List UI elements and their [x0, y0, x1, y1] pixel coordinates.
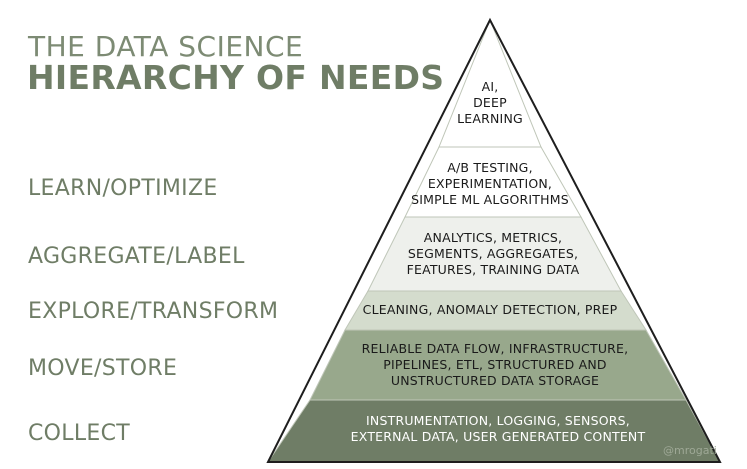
tier-cleaning-text: CLEANING, ANOMALY DETECTION, PREP [362, 302, 618, 317]
credit-watermark: @mrogati [663, 444, 717, 457]
side-label-move-store: MOVE/STORE [28, 356, 178, 381]
title-line2: HIERARCHY OF NEEDS [27, 58, 445, 97]
tier-instrumentation-text: INSTRUMENTATION, LOGGING, SENSORS, EXTER… [350, 413, 646, 444]
tier-data-flow-text: RELIABLE DATA FLOW, INFRASTRUCTURE, PIPE… [361, 341, 629, 388]
tier-analytics-text: ANALYTICS, METRICS, SEGMENTS, AGGREGATES… [406, 230, 580, 277]
tier-ab-testing-text: A/B TESTING, EXPERIMENTATION, SIMPLE ML … [411, 160, 569, 207]
side-label-explore-transform: EXPLORE/TRANSFORM [28, 299, 279, 324]
side-label-learn-optimize: LEARN/OPTIMIZE [28, 176, 218, 201]
side-label-collect: COLLECT [28, 421, 130, 446]
side-label-aggregate-label: AGGREGATE/LABEL [28, 244, 245, 269]
pyramid-outline [266, 17, 722, 463]
tier-ai-text: AI, DEEP LEARNING [457, 79, 523, 126]
title-line1: THE DATA SCIENCE [28, 30, 304, 63]
